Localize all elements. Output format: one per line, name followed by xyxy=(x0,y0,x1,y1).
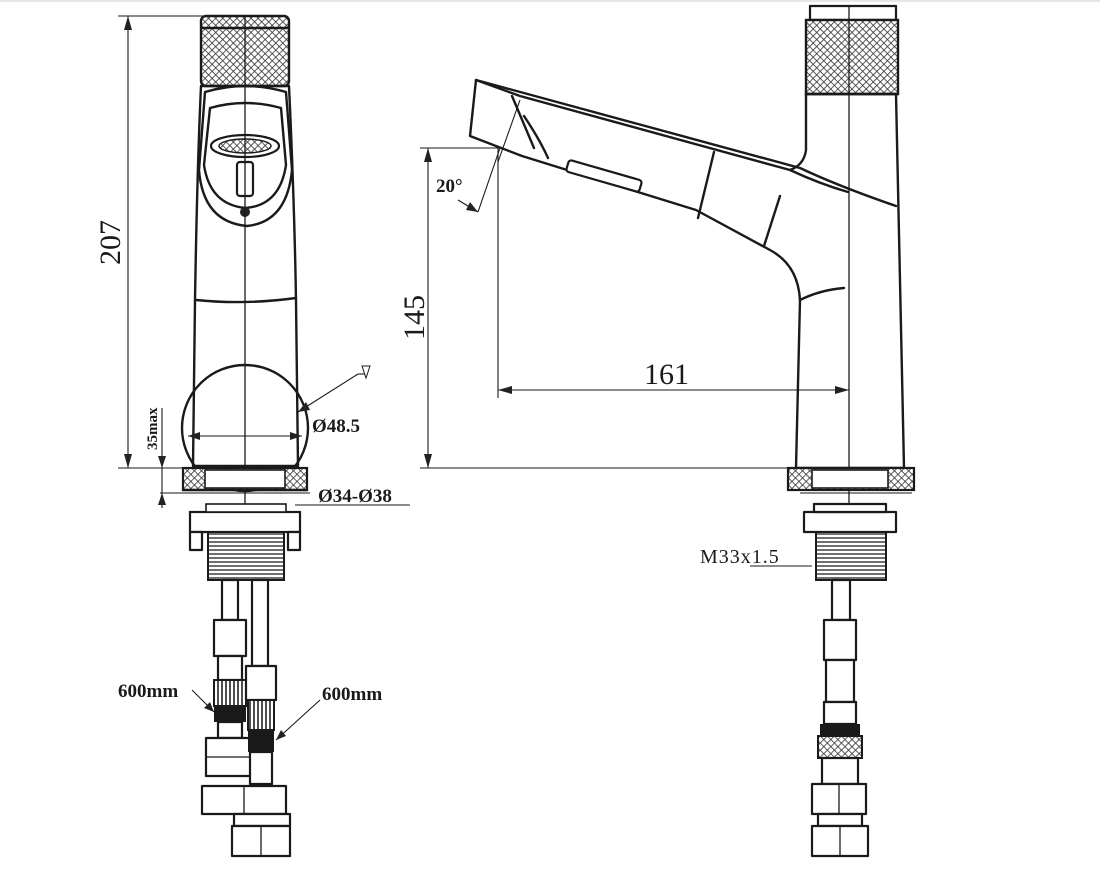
right-crimp-dark xyxy=(248,730,274,752)
body-seam xyxy=(194,296,298,304)
angle-label: 20° xyxy=(436,176,463,197)
side-crimp-dark xyxy=(820,724,860,736)
side-fitting-3 xyxy=(822,700,858,726)
spout-joint xyxy=(788,168,850,194)
side-washer xyxy=(812,502,888,514)
dim-145-arrow-top xyxy=(424,148,432,162)
spout-inner xyxy=(202,101,288,210)
left-crimp xyxy=(213,679,247,707)
hose-right-tube xyxy=(250,578,270,668)
leader-flag xyxy=(361,365,371,380)
side-fitting-1 xyxy=(822,618,858,662)
leader-arrow xyxy=(298,402,310,412)
spout-face xyxy=(197,84,294,228)
column-seam xyxy=(798,286,846,302)
washer xyxy=(205,503,287,513)
side-fitting-2 xyxy=(824,658,856,704)
side-view: M33x1.5 145 161 20° xyxy=(398,4,916,858)
left-fitting-1 xyxy=(212,618,248,658)
side-base-ring xyxy=(811,469,889,489)
side-hose-tube xyxy=(830,578,852,622)
hose-left-arrow xyxy=(204,702,214,712)
side-collar xyxy=(816,812,864,828)
spout-top-edge xyxy=(474,78,898,208)
side-fitting-4 xyxy=(820,756,860,786)
dia-arrow-right xyxy=(290,432,302,440)
side-threaded-shank xyxy=(815,531,887,581)
head-seam-3 xyxy=(696,150,716,220)
dia-arrow-left xyxy=(188,432,200,440)
left-fitting-2 xyxy=(216,654,244,682)
deck-max-label: 35max xyxy=(145,407,161,450)
hose-right-arrow xyxy=(276,730,286,740)
dim-35-arrow-b xyxy=(158,493,166,505)
angle-line-2 xyxy=(497,99,521,163)
dim-145-label: 145 xyxy=(398,295,431,340)
side-knurled-cap xyxy=(804,18,900,96)
spray-button xyxy=(565,159,643,193)
threaded-shank xyxy=(207,531,285,581)
right-crimp xyxy=(247,699,275,731)
dim-145-arrow-bottom xyxy=(424,454,432,468)
head-seam-2 xyxy=(522,114,550,160)
hose-left-tube xyxy=(220,578,240,622)
dim-207-arrow-bottom xyxy=(124,454,132,468)
faucet-body xyxy=(191,84,300,468)
base-ring xyxy=(204,469,286,489)
angle-arrow xyxy=(466,202,478,212)
dim-161-arrow-left xyxy=(498,386,512,394)
dia-label: Ø48.5 xyxy=(312,416,360,437)
bottom-collar xyxy=(232,812,292,828)
hose-left-label: 600mm xyxy=(118,681,178,702)
right-fitting-2 xyxy=(248,750,274,786)
leader-dia xyxy=(297,373,359,413)
left-crimp-dark xyxy=(214,706,246,722)
bolt-left xyxy=(188,530,204,552)
hose-right-label: 600mm xyxy=(322,684,382,705)
dim-207-label: 207 xyxy=(94,220,127,265)
dim-161-label: 161 xyxy=(644,358,689,391)
side-lock-nut xyxy=(802,510,898,534)
hole-label: Ø34-Ø38 xyxy=(318,486,392,507)
front-view: Ø48.5 Ø34-Ø38 xyxy=(94,14,410,858)
lock-nut xyxy=(188,510,302,534)
right-fitting-1 xyxy=(244,664,278,702)
head-seam-4 xyxy=(762,194,782,248)
dim-161-arrow-right xyxy=(835,386,849,394)
dim-207-arrow-top xyxy=(124,16,132,30)
bolt-right xyxy=(286,530,302,552)
side-cap-top xyxy=(808,4,898,22)
left-fitting-3 xyxy=(216,720,244,740)
angle-line-1 xyxy=(477,147,501,213)
side-knurl-nut xyxy=(817,735,863,759)
head-seam-1 xyxy=(510,94,536,150)
dim-35-arrow-a xyxy=(158,456,166,468)
thread-label: M33x1.5 xyxy=(700,546,780,568)
